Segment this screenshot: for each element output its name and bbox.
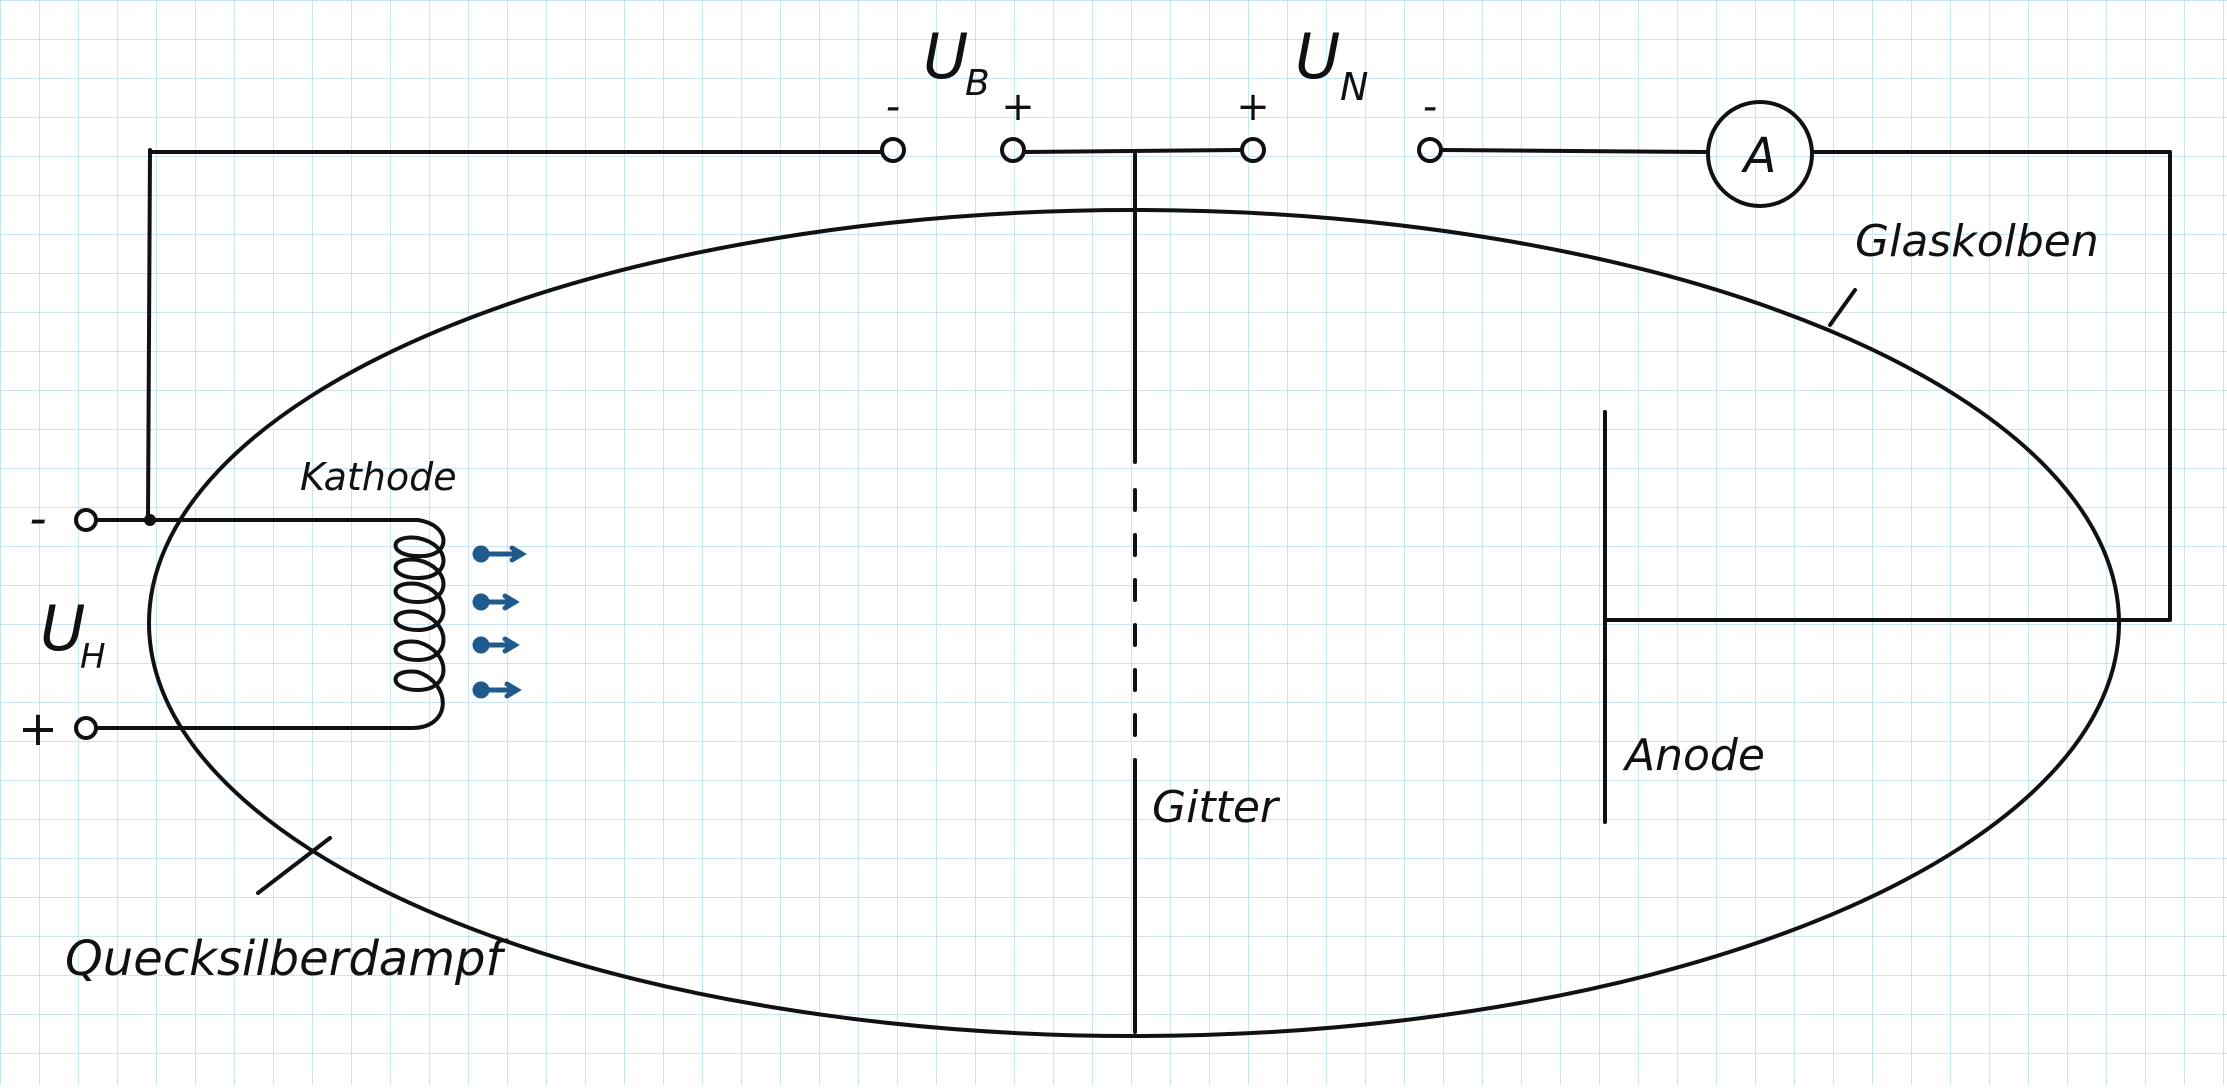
label-quecksilberdampf: Quecksilberdampf <box>65 931 508 987</box>
label-un-sub: N <box>1340 65 1368 109</box>
wire-top-middle <box>1022 148 1242 154</box>
polarity-ub-minus: - <box>886 84 900 130</box>
electron-arrow <box>472 593 520 611</box>
leader-glaskolben <box>1828 288 1857 327</box>
ammeter <box>1706 100 1814 208</box>
terminal-un-plus <box>1240 137 1266 163</box>
polarity-ub-plus: + <box>1001 84 1035 130</box>
terminal-ub-plus <box>1000 137 1026 163</box>
polarity-uh-minus: - <box>29 491 46 547</box>
terminal-un-minus <box>1417 137 1443 163</box>
electron-group <box>472 545 527 699</box>
junction-dot <box>144 514 156 526</box>
label-uh-sub: H <box>80 637 106 677</box>
label-uh: U <box>40 592 85 665</box>
label-glaskolben: Glaskolben <box>1855 216 2099 267</box>
electron-arrow <box>472 545 527 563</box>
electron-arrow <box>472 681 522 699</box>
polarity-un-plus: + <box>1236 84 1270 130</box>
label-ub-sub: B <box>965 63 990 104</box>
label-anode: Anode <box>1622 730 1765 781</box>
wire-left-vertical <box>146 148 152 522</box>
label-kathode: Kathode <box>300 455 457 499</box>
label-ub: U <box>923 20 968 93</box>
electron-arrow <box>472 636 520 654</box>
terminal-ub-minus <box>880 137 906 163</box>
polarity-un-minus: - <box>1423 84 1437 130</box>
label-un: U <box>1295 20 1340 93</box>
label-gitter: Gitter <box>1152 782 1281 833</box>
polarity-uh-plus: + <box>18 701 58 757</box>
cathode-coil <box>393 518 446 730</box>
leader-quecksilberdampf <box>256 836 332 895</box>
ammeter-label: A <box>1741 128 1777 184</box>
wire-top-to-ammeter <box>1441 148 1710 154</box>
wire-ammeter-to-anode <box>1603 150 2172 622</box>
